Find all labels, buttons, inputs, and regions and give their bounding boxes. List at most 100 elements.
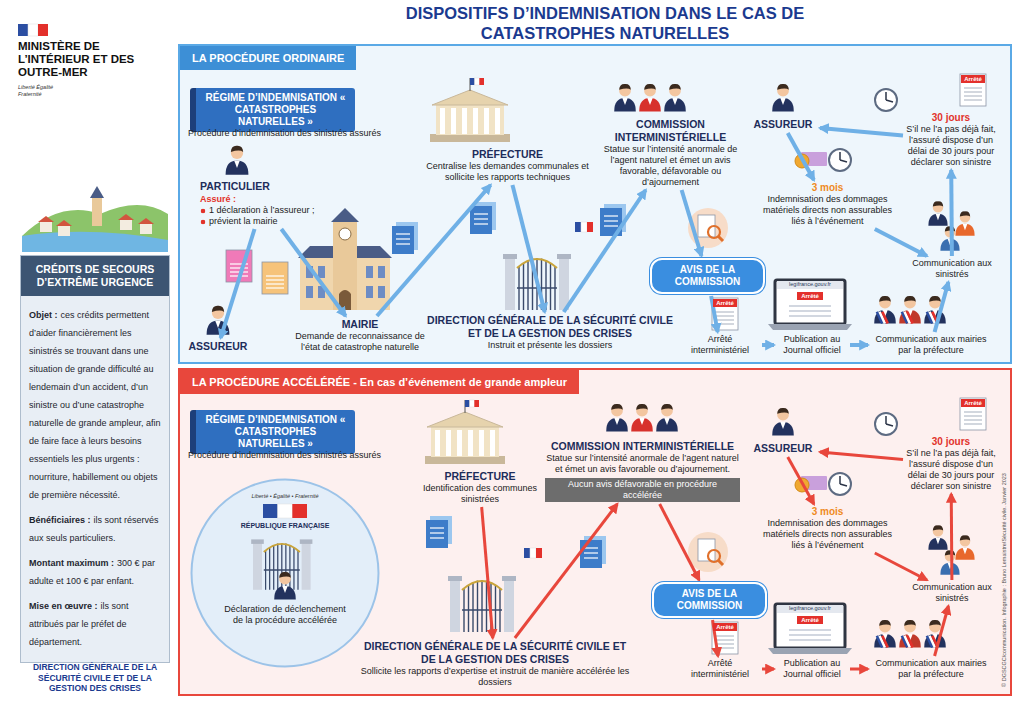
review-icon	[688, 532, 728, 572]
document-icon	[964, 415, 982, 416]
step-box: Communication aux mairies par la préfect…	[870, 658, 992, 680]
delay-box: 30 joursS’il ne l’a pas déjà fait, l’ass…	[905, 112, 997, 168]
clock-icon	[875, 413, 897, 435]
prefecture-building	[462, 108, 467, 134]
flow-arrow	[850, 668, 868, 671]
person-icon	[644, 84, 656, 90]
person-icon	[936, 538, 941, 544]
flow-arrow	[820, 128, 903, 136]
document-icon	[266, 279, 284, 280]
actor-box: PRÉFECTUREIdentification des communes si…	[405, 470, 555, 505]
person-icon	[929, 297, 941, 309]
person-icon	[669, 84, 681, 90]
document-icon	[960, 74, 986, 106]
flag-icon	[479, 78, 484, 85]
flag-icon	[263, 504, 278, 518]
node-text: 3 mois	[755, 506, 900, 518]
node-text: AVIS DE LA COMMISSION	[660, 588, 759, 612]
circle-outline	[192, 480, 379, 667]
flow-arrow	[762, 668, 774, 671]
person-icon	[226, 160, 249, 174]
ministry-name: MINISTÈRE DE L’INTÉRIEUR ET DES OUTRE-ME…	[18, 40, 138, 79]
step-box: Arrêté interministériel	[680, 334, 760, 356]
flood-landscape	[140, 224, 152, 234]
flow-arrow	[515, 504, 617, 638]
person-icon	[231, 147, 243, 159]
clock-icon	[829, 473, 851, 495]
person-icon	[631, 404, 653, 431]
flag-icon	[18, 24, 48, 36]
node-text: Mise en œuvre :	[29, 601, 98, 611]
review-icon	[718, 560, 723, 565]
gate-illustration	[550, 263, 551, 310]
person-icon	[899, 296, 921, 323]
person-icon	[656, 404, 678, 431]
flag-icon	[575, 222, 593, 232]
gate-illustration	[523, 263, 524, 310]
document-icon	[716, 315, 734, 316]
node-text: 30 jours	[905, 112, 997, 124]
gate-illustration	[264, 569, 300, 570]
step-box: Publication au Journal officiel	[776, 658, 848, 680]
document-icon	[262, 262, 288, 294]
flag-icon	[530, 548, 536, 558]
gate-illustration	[481, 580, 482, 632]
person-icon	[772, 98, 794, 112]
person-icon	[636, 405, 648, 417]
person-icon	[274, 572, 296, 599]
person-icon	[780, 98, 785, 105]
person-icon	[933, 201, 943, 206]
node-heading: LA PROCÉDURE ACCÉLÉRÉE - En cas d’événem…	[180, 370, 579, 394]
document-icon	[964, 87, 982, 88]
document-icon	[230, 267, 248, 268]
flow-arrow	[221, 229, 255, 338]
person-icon	[772, 408, 794, 435]
node-text: Statue sur l’intensité anormale de l’age…	[545, 453, 740, 475]
person-icon	[874, 620, 896, 647]
node-text: Communication aux mairies par la préfect…	[870, 658, 992, 680]
delay-box: 3 moisIndemnisation des dommages matérie…	[755, 506, 900, 551]
file-icon	[580, 540, 602, 568]
gate-illustration	[517, 259, 557, 268]
person-icon	[274, 586, 296, 600]
clock-icon	[829, 149, 851, 171]
motto: Liberté • Égalité • Fraternité	[235, 493, 335, 500]
review-icon	[718, 236, 723, 241]
town-hall-building	[366, 286, 373, 298]
flow-arrow	[935, 606, 949, 656]
person-icon	[212, 307, 224, 319]
person-icon	[882, 312, 887, 324]
document-icon	[716, 311, 734, 312]
file-icon	[604, 220, 618, 221]
node-heading: LA PROCÉDURE ORDINAIRE	[180, 46, 356, 70]
agency-name: DIRECTION GÉNÉRALE DE LA SÉCURITÉ CIVILE…	[20, 662, 170, 694]
person-icon	[664, 98, 686, 112]
node-text: Assuré :	[200, 193, 325, 205]
clock-icon	[829, 149, 851, 171]
agency-logo	[59, 599, 111, 651]
document-icon	[713, 623, 737, 631]
prefecture-building	[436, 104, 504, 135]
town-hall-building	[298, 208, 392, 310]
step-box: Communication aux sinistrés	[912, 582, 992, 604]
person-icon	[279, 573, 291, 585]
laptop-icon	[775, 280, 845, 324]
title: DISPOSITIFS D’INDEMNISATION DANS LE CAS …	[375, 3, 835, 43]
actor-box: PRÉFECTURECentralise les demandes commun…	[415, 148, 600, 183]
document-icon	[961, 399, 985, 407]
town-hall-building	[339, 228, 351, 240]
clock-icon	[886, 416, 893, 426]
person-icon	[933, 202, 943, 212]
circle-outline	[190, 478, 380, 668]
town-hall-building	[333, 220, 357, 310]
person-icon	[664, 418, 669, 425]
person-icon	[777, 85, 789, 97]
gate-illustration	[450, 580, 460, 632]
person-icon	[672, 98, 677, 105]
flood-landscape	[40, 222, 52, 232]
prefecture-building	[425, 400, 505, 464]
node-text: Montant maximum :	[29, 558, 114, 568]
node-text: Communication aux mairies par la préfect…	[870, 334, 992, 356]
step-box: Publication au Journal officiel	[776, 334, 848, 356]
prefecture-building	[432, 90, 508, 105]
